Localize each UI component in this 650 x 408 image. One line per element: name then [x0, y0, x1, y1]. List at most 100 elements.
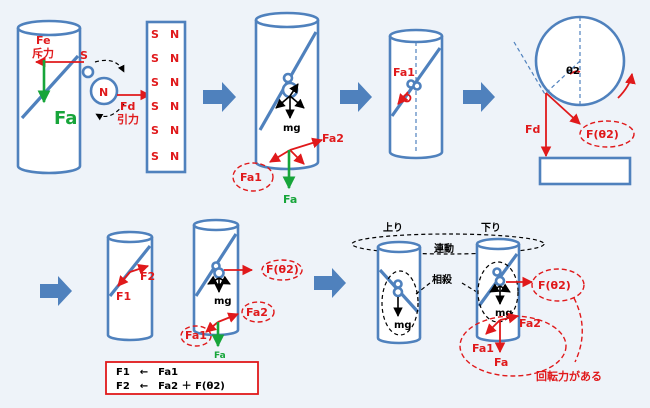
- strip-pole: N: [170, 28, 179, 41]
- flow-arrow-5: [314, 268, 346, 298]
- fa1-label: Fa1: [240, 171, 262, 184]
- side-arrow-6b: [499, 283, 511, 293]
- flow-arrow-3: [463, 82, 495, 112]
- equation-box: [105, 361, 259, 395]
- strip-pole: S: [151, 150, 159, 163]
- equation-line-1: F1 ← Fa1: [116, 367, 178, 378]
- cylinder-5a-top: [106, 230, 154, 244]
- ball-large-n: [89, 76, 119, 106]
- fa2-arrow-5: [217, 312, 240, 323]
- force-arrow-right: [289, 95, 305, 109]
- linked-label: 連動: [434, 242, 454, 255]
- fa1-arrow-3: [397, 91, 409, 105]
- strip-pole: N: [170, 150, 179, 163]
- magnet-strip: [145, 20, 187, 174]
- force-arrow-up: [289, 83, 299, 97]
- ball-5b: [213, 267, 225, 279]
- fa1-label-3: Fa1: [393, 66, 415, 79]
- f-theta-highlight-6: [531, 268, 585, 302]
- equation-line-2: F2 ← Fa2 ＋ F(θ2): [116, 380, 225, 392]
- torque-label: 回転力がある: [536, 369, 602, 383]
- force-arrow-left: [275, 95, 291, 109]
- cylinder-6b-top: [475, 237, 521, 251]
- strip-pole: S: [151, 76, 159, 89]
- cylinder-5a-diagonal: [108, 245, 152, 297]
- ball-6d: [494, 275, 506, 287]
- panel-5-resultant: F1 F2 mg F(θ2) Fa2 Fa1 Fa F1 ← Fa1 F2 ← …: [105, 218, 303, 395]
- fa-label: Fa: [54, 108, 77, 129]
- strip-pole: S: [151, 124, 159, 137]
- ball-2-top: [282, 72, 294, 84]
- cancel-highlight-right: [477, 261, 519, 323]
- cylinder-1-diagonal: [20, 54, 80, 120]
- rotation-arrow-upper: [94, 59, 125, 73]
- strip-pole: N: [170, 76, 179, 89]
- panel-4-wheel: θ2 Fd F(θ2): [513, 15, 636, 186]
- cancel-highlight-left: [381, 270, 419, 336]
- fd-label: Fd: [120, 100, 135, 113]
- mg-label-5: mg: [214, 296, 232, 307]
- strip-pole: N: [170, 124, 179, 137]
- flow-arrow-4: [40, 276, 72, 306]
- ball-6b: [392, 286, 404, 298]
- side-arrow-6a: [489, 283, 501, 293]
- panel-2-forces: mg Fa2 Fa1 Fa: [232, 11, 344, 206]
- flow-arrow-1: [203, 82, 236, 112]
- fd-label-4: Fd: [525, 123, 540, 136]
- f-theta-label-5: F(θ2): [266, 263, 299, 276]
- panel-3-contact: Fa1: [388, 28, 444, 160]
- strip-pole: S: [151, 28, 159, 41]
- cylinder-5a: [106, 237, 154, 342]
- panel-1-magnet-interaction: S N Fe 斥力 Fa Fd 引力 S N S N S N S N S N S…: [16, 19, 187, 175]
- theta-arc: [569, 70, 581, 75]
- cylinder-5b-top: [192, 218, 240, 232]
- fa1-label-5: Fa1: [185, 329, 207, 342]
- fa2-label: Fa2: [322, 132, 344, 145]
- fa1-highlight: [232, 162, 274, 192]
- f2-label: F2: [140, 270, 155, 283]
- fe-sub-label: 斥力: [32, 46, 54, 60]
- f2-arrow: [129, 263, 150, 275]
- ball-3b: [412, 81, 422, 91]
- cylinder-6a-top: [376, 240, 422, 254]
- f-theta-label: F(θ2): [586, 128, 619, 141]
- strip-pole: S: [151, 100, 159, 113]
- cylinder-3-top: [388, 28, 444, 44]
- f-theta-arrow: [545, 92, 581, 125]
- fa2-arrow: [289, 137, 324, 151]
- panel-6-linked-cylinders: 上り 下り 連動 mg 相殺 mg F(θ2) Fa2 Fa1 Fa: [351, 221, 602, 383]
- f1-label: F1: [116, 290, 131, 303]
- cylinder-3: [388, 36, 444, 160]
- theta-label: θ2: [566, 66, 580, 77]
- f-theta-highlight: [579, 120, 635, 148]
- magnet-strip-poles: S N S N S N S N S N S N: [151, 28, 179, 163]
- rotation-arrow-4: [617, 72, 636, 99]
- fa-diag-arrow: [289, 149, 305, 165]
- fa2-label-6: Fa2: [519, 317, 541, 330]
- cylinder-2-top: [254, 11, 320, 29]
- cylinder-1-top: [16, 19, 82, 37]
- torque-callout-line: [573, 297, 583, 363]
- ball-small: [81, 65, 95, 79]
- flow-arrow-2: [340, 82, 372, 112]
- strip-pole: S: [151, 52, 159, 65]
- mg-label-6b: mg: [495, 308, 513, 319]
- fa1-arrow: [269, 149, 291, 163]
- base-block: [538, 156, 632, 186]
- wheel-radius-line: [545, 60, 581, 94]
- strip-pole: N: [170, 100, 179, 113]
- pole-n-label: N: [99, 86, 108, 99]
- fa2-label-5: Fa2: [246, 306, 268, 319]
- mg-label-6a: mg: [394, 320, 412, 331]
- fa-label-5: Fa: [214, 351, 226, 361]
- f-theta-label-6: F(θ2): [538, 279, 571, 292]
- fa2-highlight-5: [241, 301, 275, 323]
- rotation-arrow-lower: [95, 103, 125, 121]
- mg-label: mg: [283, 123, 301, 134]
- fa1-highlight-5: [180, 325, 212, 347]
- fa-label-2: Fa: [283, 193, 297, 206]
- linkage-loop: [351, 233, 545, 255]
- up-label: 上り: [383, 221, 403, 234]
- fa1-label-6: Fa1: [472, 342, 494, 355]
